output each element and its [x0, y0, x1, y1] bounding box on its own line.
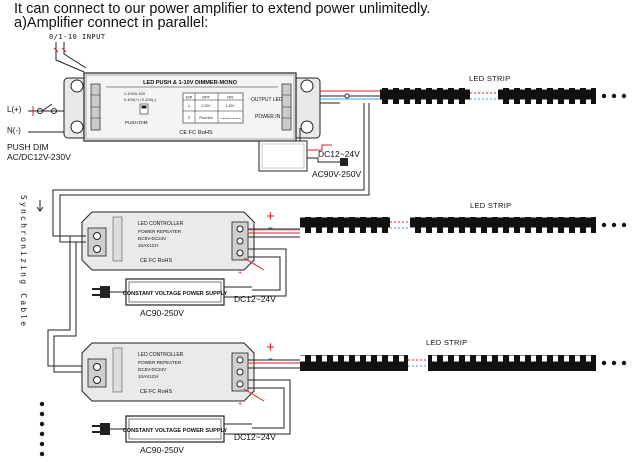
dimmer-title: LED PUSH & 1-10V DIMMER-MONO	[143, 80, 238, 86]
dip-row2-off: Push dim	[199, 116, 213, 120]
sync-cable-wires-2	[47, 235, 86, 373]
input-label: 0/1-10 INPUT	[49, 33, 106, 41]
repeater-2: LED CONTROLLER POWER REPEATER DC5V-DC24V…	[81, 342, 255, 402]
repeater-2-line4: 10AX1CH	[138, 374, 158, 379]
dimmer-cert: CE FC RoHS	[179, 130, 213, 136]
heading-line-2: a)Amplifier connect in parallel:	[14, 15, 209, 31]
dip-row1-num: 1	[188, 103, 191, 108]
dip-header-dip: DIP	[186, 95, 193, 100]
psu1-dc-label: DC12~24V	[318, 149, 360, 159]
repeater-1-power-wires	[243, 248, 287, 297]
repeater-2-plus: +	[266, 339, 275, 356]
repeater-2-cert: CE FC RoHS	[140, 389, 172, 395]
dip-header-off: OFF	[202, 95, 211, 100]
mains-l-label: L(+)	[7, 105, 22, 114]
sync-cable-wires	[52, 103, 370, 243]
dimmer-input-line-1: 1-10V/0-10V	[124, 92, 146, 96]
mains-n-label: N(-)	[7, 126, 21, 135]
dimmer-power-in-label: POWER IN	[255, 114, 281, 120]
dip-switch-table: DIP OFF ON 1 0-10V 1-10V 2 Push dim Loga…	[182, 92, 244, 124]
power-supply-1	[258, 128, 348, 172]
cv-psu-1-dc-label: DC12~24V	[234, 294, 276, 304]
dip-row1-on: 1-10V	[225, 104, 235, 108]
repeater-1-line3: DC5V-DC24V	[138, 236, 167, 241]
continuation-dots	[39, 401, 45, 457]
push-dim-switch	[37, 103, 57, 114]
repeater-1: LED CONTROLLER POWER REPEATER DC5V-DC24V…	[81, 211, 255, 271]
dimmer-push-label: PUSH DIM	[125, 120, 148, 125]
repeater-1-line4: 10AX1CH	[138, 243, 158, 248]
repeater-2-output-wires	[248, 359, 300, 369]
cv-psu-1-label: CONSTANT VOLTAGE POWER SUPPLY	[123, 291, 228, 297]
led-strip-3	[300, 355, 627, 371]
led-strip-2	[300, 217, 627, 233]
cv-psu-1: CONSTANT VOLTAGE POWER SUPPLY	[92, 278, 252, 306]
repeater-1-output-wires	[248, 228, 300, 238]
cv-psu-1-ac-label: AC90-250V	[140, 308, 184, 318]
cv-psu-2-label: CONSTANT VOLTAGE POWER SUPPLY	[123, 428, 228, 434]
dimmer-module: LED PUSH & 1-10V DIMMER-MONO 1-10V/0-10V…	[63, 72, 321, 142]
cv-psu-2: CONSTANT VOLTAGE POWER SUPPLY	[92, 415, 252, 443]
dip-row1-off: 0-10V	[201, 104, 211, 108]
sync-cable-label: Synchronizing Cable	[19, 195, 28, 328]
dimmer-output-wires	[320, 90, 382, 104]
mains-voltage-label: AC/DC12V-230V	[7, 152, 71, 162]
led-strip-label-1: LED STRIP	[469, 74, 510, 83]
repeater-1-line2: POWER REPEATER	[138, 229, 182, 234]
repeater-1-cert: CE FC RoHS	[140, 258, 172, 264]
cv-psu-2-ac-label: AC90-250V	[140, 445, 184, 455]
input-wires	[53, 42, 87, 73]
dimmer-input-line-2: 0-10V(+) / 0-10V(-)	[124, 98, 157, 102]
cv-psu-2-dc-label: DC12~24V	[234, 432, 276, 442]
repeater-2-line3: DC5V-DC24V	[138, 367, 167, 372]
repeater-2-line2: POWER REPEATER	[138, 360, 182, 365]
repeater-2-title: LED CONTROLLER	[138, 352, 184, 358]
repeater-1-title: LED CONTROLLER	[138, 221, 184, 227]
mains-wires	[28, 106, 66, 133]
dip-header-on: ON	[227, 95, 233, 100]
repeater-1-power-plus: +	[238, 270, 242, 277]
dip-row2-on: Logarithmic dimming	[220, 117, 241, 120]
heading-line-1: It can connect to our power amplifier to…	[14, 1, 431, 17]
dimmer-output-label: OUTPUT LED	[251, 97, 283, 103]
repeater-2-power-wires	[243, 379, 291, 435]
sync-arrow-icon	[36, 200, 44, 212]
repeater-1-plus: +	[266, 208, 275, 225]
repeater-2-minus: -	[268, 350, 273, 367]
psu1-ac-label: AC90V-250V	[312, 169, 361, 179]
repeater-2-power-plus: +	[238, 401, 242, 408]
repeater-1-minus: -	[268, 219, 273, 236]
push-dim-label: PUSH DIM	[7, 142, 49, 152]
led-strip-label-3: LED STRIP	[426, 338, 467, 347]
led-strip-label-2: LED STRIP	[470, 201, 511, 210]
led-strip-1	[380, 88, 627, 104]
dip-row2-num: 2	[188, 115, 191, 120]
